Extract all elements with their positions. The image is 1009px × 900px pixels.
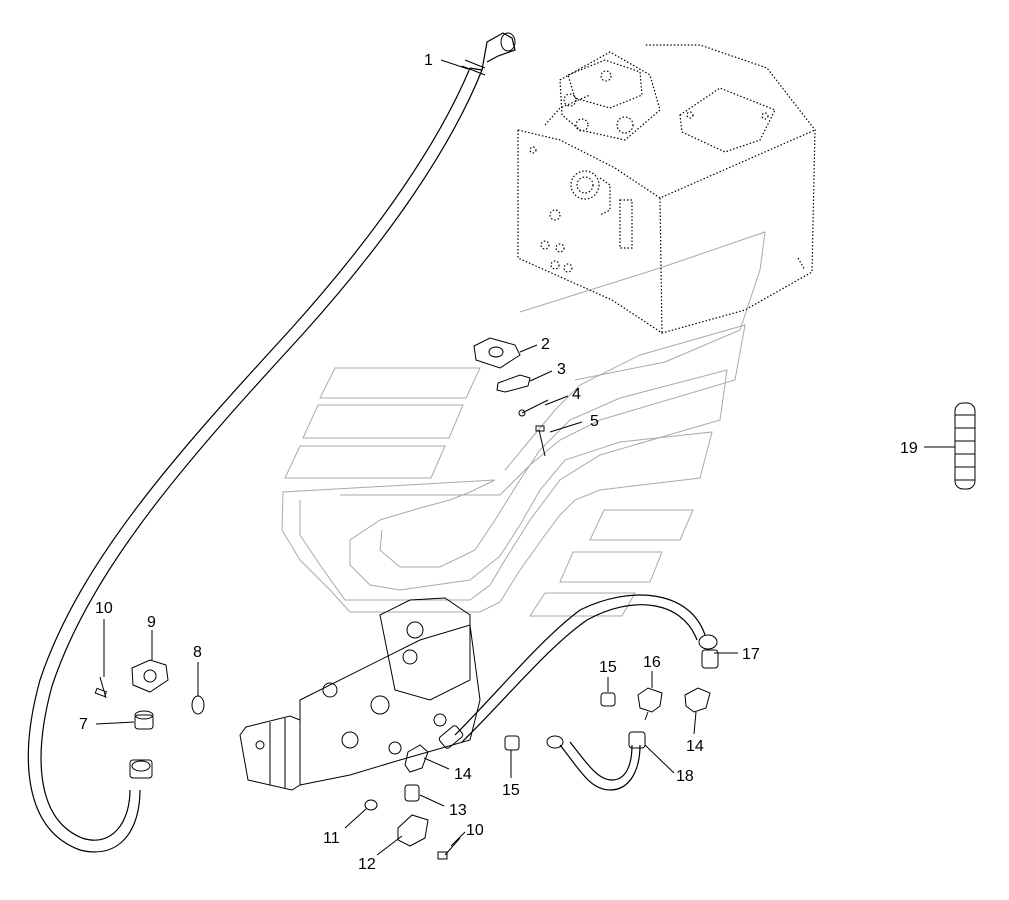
pressure-hose — [438, 594, 719, 749]
callout-13: 13 — [449, 802, 467, 819]
callout-7: 7 — [79, 716, 88, 733]
watermark-logo — [281, 231, 766, 617]
callout-1: 1 — [424, 52, 433, 69]
callout-5: 5 — [590, 413, 599, 430]
callout-15-bottom: 15 — [502, 782, 520, 799]
callout-16: 16 — [643, 654, 661, 671]
callout-4: 4 — [572, 386, 581, 403]
callout-14-pump: 14 — [454, 766, 472, 783]
leader-lines — [95, 59, 955, 856]
callout-19: 19 — [900, 440, 918, 457]
callout-8: 8 — [193, 644, 202, 661]
callout-labels: 1 2 3 4 5 10 9 8 7 11 12 13 14 10 15 15 … — [79, 52, 918, 873]
callout-17: 17 — [742, 646, 760, 663]
small-parts — [94, 337, 976, 860]
callout-11: 11 — [323, 830, 340, 847]
callout-3: 3 — [557, 361, 566, 378]
callout-10-bottom: 10 — [466, 822, 484, 839]
callout-12: 12 — [358, 856, 376, 873]
callout-15-top: 15 — [599, 659, 617, 676]
callout-9: 9 — [147, 614, 156, 631]
callout-18: 18 — [676, 768, 694, 785]
callout-14-right: 14 — [686, 738, 704, 755]
suction-hose — [27, 32, 516, 853]
hydraulic-tank — [517, 44, 816, 334]
callout-2: 2 — [541, 336, 550, 353]
hydraulic-pump — [239, 597, 481, 791]
short-hose — [546, 731, 646, 791]
callout-10-top: 10 — [95, 600, 113, 617]
